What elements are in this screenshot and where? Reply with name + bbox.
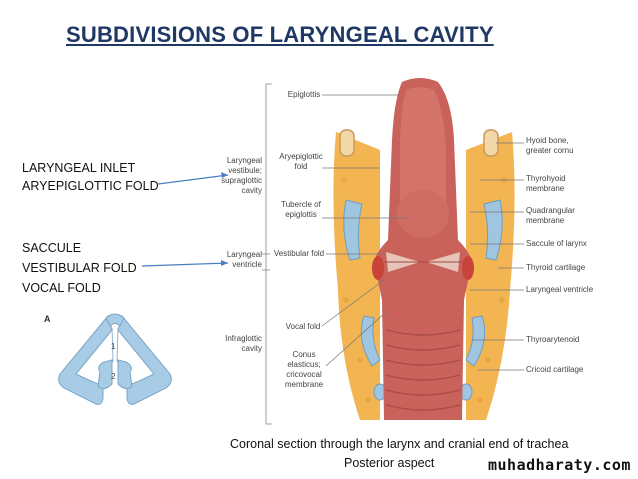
label-thyrohyoid: Thyrohyoid membrane [526, 174, 566, 194]
label-conus-line2: elasticus; [287, 360, 321, 369]
label-saccule: SACCULE [22, 241, 82, 255]
label-vestibular-fold: VESTIBULAR FOLD [22, 261, 137, 275]
region-vestibule-line2: vestibule; [228, 166, 262, 175]
caption-line1: Coronal section through the larynx and c… [230, 437, 569, 451]
label-vocal-fold: VOCAL FOLD [22, 281, 101, 295]
label-aryepiglottic-line1: Aryepiglottic [279, 152, 323, 161]
label-saccule-right: Saccule of larynx [526, 239, 587, 248]
label-thyrohyoid-line2: membrane [526, 184, 565, 193]
region-vestibule-line1: Laryngeal [226, 156, 262, 165]
label-cricoid: Cricoid cartilage [526, 365, 584, 374]
label-thyroid-cartilage: Thyroid cartilage [526, 263, 586, 272]
label-tubercle-line2: epiglottis [285, 210, 317, 219]
region-ventricle-line1: Laryngeal [226, 250, 262, 259]
region-vestibule: Laryngeal vestibule; supraglottic cavity [212, 156, 262, 196]
label-laryngeal-inlet: LARYNGEAL INLET [22, 161, 136, 175]
label-tubercle: Tubercle of epiglottis [276, 200, 326, 220]
pointer-arrows [141, 172, 229, 267]
caption-line2: Posterior aspect [344, 456, 435, 470]
page-title: SUBDIVISIONS OF LARYNGEAL CAVITY [66, 22, 494, 47]
label-epiglottis: Epiglottis [287, 90, 321, 99]
region-infraglottic: Infraglottic cavity [212, 334, 262, 354]
figure-a-num2: 2 [111, 372, 116, 381]
label-thyroarytenoid: Thyroarytenoid [526, 335, 580, 344]
label-aryepiglottic-fold: ARYEPIGLOTTIC FOLD [22, 179, 159, 193]
label-hyoid-line1: Hyoid bone, [526, 136, 569, 145]
label-hyoid: Hyoid bone, greater cornu [526, 136, 574, 156]
label-conus: Conus elasticus; cricovocal membrane [278, 350, 330, 390]
label-conus-line1: Conus [292, 350, 316, 359]
coronal-section [262, 78, 524, 425]
label-quadrangular: Quadrangular membrane [526, 206, 575, 226]
figure-a-letter: A [44, 314, 51, 324]
label-quadrangular-line1: Quadrangular [526, 206, 575, 215]
label-aryepiglottic-line2: fold [294, 162, 308, 171]
label-aryepiglottic: Aryepiglottic fold [276, 152, 326, 172]
label-vocal-fold-inner: Vocal fold [285, 322, 321, 331]
region-vestibule-line3: supraglottic [221, 176, 262, 185]
figure-a-num1: 1 [111, 342, 116, 351]
label-hyoid-line2: greater cornu [526, 146, 574, 155]
label-tubercle-line1: Tubercle of [281, 200, 321, 209]
label-thyrohyoid-line1: Thyrohyoid [526, 174, 566, 183]
label-conus-line3: cricovocal [286, 370, 322, 379]
label-vestibular-fold-inner: Vestibular fold [273, 249, 325, 258]
region-infraglottic-line1: Infraglottic [225, 334, 262, 343]
label-conus-line4: membrane [284, 380, 324, 389]
region-vestibule-line4: cavity [241, 186, 262, 195]
label-laryngeal-ventricle: Laryngeal ventricle [526, 285, 594, 294]
label-quadrangular-line2: membrane [526, 216, 565, 225]
region-ventricle: Laryngeal ventricle [212, 250, 262, 270]
region-ventricle-line2: ventricle [232, 260, 262, 269]
region-infraglottic-line2: cavity [241, 344, 262, 353]
glottis-figure-a [58, 313, 172, 405]
watermark: muhadharaty.com [488, 456, 631, 474]
